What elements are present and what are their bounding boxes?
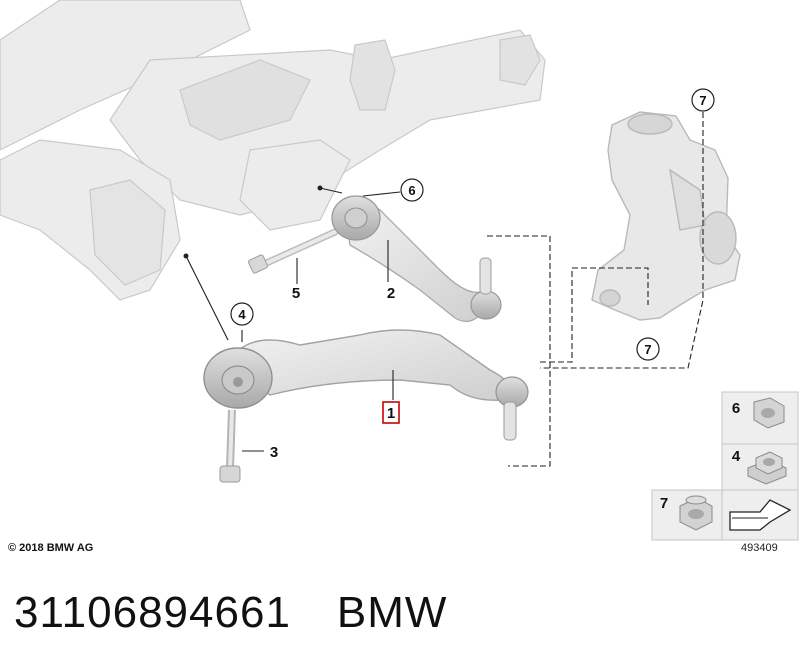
legend-label-7: 7 [660,495,668,512]
callout-3: 3 [270,444,278,461]
svg-text:7: 7 [644,342,651,357]
hex-nut-icon [753,397,785,429]
legend-label-6: 6 [732,400,740,417]
callout-5: 5 [292,285,300,302]
svg-text:4: 4 [238,307,246,322]
callout-6: 6 [400,178,424,202]
fastener-legend: 6 4 7 [651,391,799,541]
brand-name: BMW [336,588,448,637]
steering-knuckle [591,111,741,321]
svg-text:6: 6 [408,183,415,198]
part-number: 31106894661 [14,588,291,637]
copyright-notice: © 2018 BMW AG [8,542,94,554]
wishbone-part-1 [203,329,529,441]
callout-7-top: 7 [691,88,715,112]
svg-text:1: 1 [387,405,395,422]
leader-dot [317,185,323,191]
front-subframe [0,0,546,301]
direction-arrow-icon [729,499,792,531]
callout-1-highlighted: 1 [382,401,400,424]
svg-text:7: 7 [699,93,706,108]
callout-7-bottom: 7 [636,337,660,361]
assembly-guides [487,112,704,467]
callout-2: 2 [387,285,395,302]
collar-nut-icon [679,495,713,531]
legend-label-4: 4 [732,448,741,465]
leader-lines [185,187,401,452]
flange-nut-icon [747,451,787,485]
part-caption: 31106894661 BMW [14,588,447,638]
diagram-number: 493409 [741,542,778,554]
bolt-part-3 [219,409,241,483]
leader-dot [183,253,189,259]
control-arm-part-2 [331,195,502,323]
callout-4: 4 [230,302,254,326]
bolt-part-5 [247,228,339,274]
